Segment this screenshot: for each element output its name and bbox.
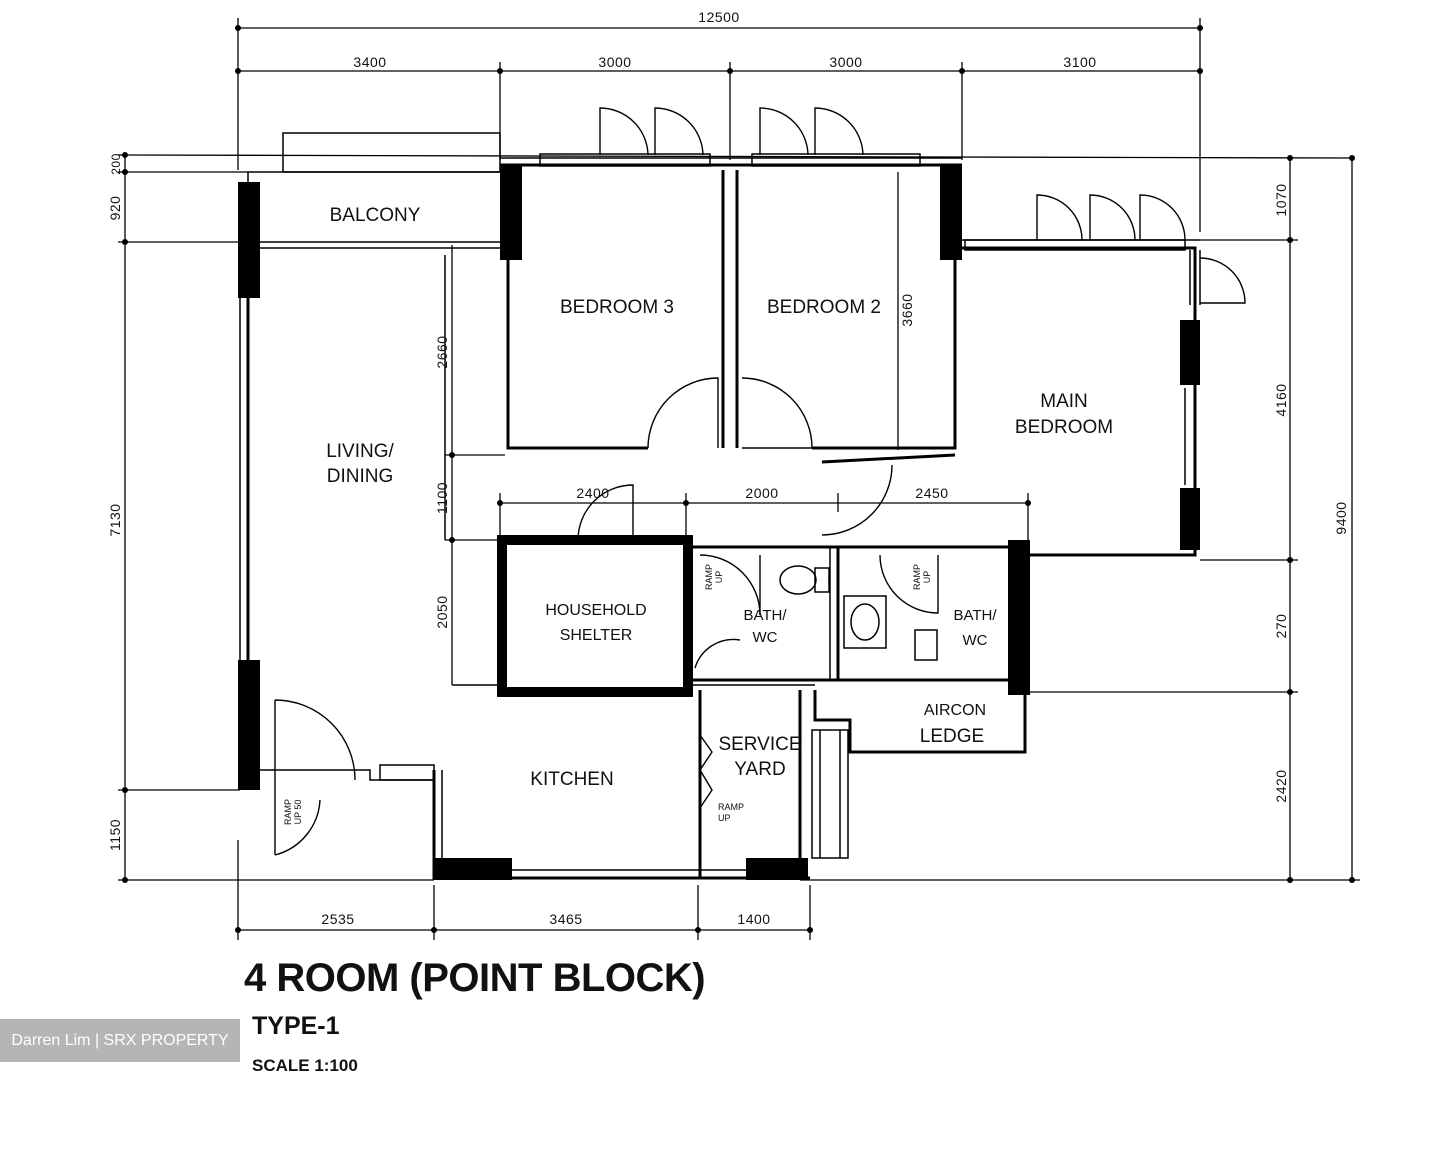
dim-top-2: 3000 xyxy=(598,54,631,70)
dim-inner-2660: 2660 xyxy=(434,335,450,368)
label-bath-2-a: BATH/ xyxy=(953,607,997,624)
room-labels: BALCONY BEDROOM 3 BEDROOM 2 MAIN BEDROOM… xyxy=(326,205,1113,790)
label-bath-1-b: WC xyxy=(753,629,778,646)
dim-top-3: 3000 xyxy=(829,54,862,70)
ramp-labels: RAMP UP 50 RAMP UP RAMP UP RAMP UP xyxy=(283,564,932,825)
ramp-bath-1-a: RAMP xyxy=(704,564,714,590)
dim-right-270: 270 xyxy=(1273,614,1289,639)
windows xyxy=(539,153,1201,485)
ramp-entrance-2: UP 50 xyxy=(293,800,303,825)
label-living-2: DINING xyxy=(327,466,394,487)
dim-mid-3: 2450 xyxy=(915,485,948,501)
ramp-bath-1-b: UP xyxy=(714,571,724,584)
dim-bottom-2: 3465 xyxy=(549,911,582,927)
dim-bed-3660: 3660 xyxy=(899,293,915,326)
ramp-bath-2-b: UP xyxy=(922,571,932,584)
label-bath-2-b: WC xyxy=(963,632,988,649)
watermark-badge: Darren Lim | SRX PROPERTY xyxy=(0,1019,240,1062)
label-household-2: SHELTER xyxy=(560,627,633,644)
dim-top-1: 3400 xyxy=(353,54,386,70)
plan-title: 4 ROOM (POINT BLOCK) xyxy=(244,956,706,1000)
dim-left-1150: 1150 xyxy=(107,819,123,851)
dim-top-total: 12500 xyxy=(698,9,739,25)
dim-bottom-3: 1400 xyxy=(737,911,770,927)
dim-left-7130: 7130 xyxy=(107,503,123,536)
dim-right-2420: 2420 xyxy=(1273,769,1289,802)
dim-top-4: 3100 xyxy=(1063,54,1096,70)
label-aircon-2: LEDGE xyxy=(920,726,984,747)
pillars xyxy=(238,165,1200,880)
dim-mid-1: 2400 xyxy=(576,485,609,501)
label-bedroom-2: BEDROOM 2 xyxy=(767,297,881,318)
ramp-entrance-1: RAMP xyxy=(283,799,293,825)
dim-bottom-1: 2535 xyxy=(321,911,354,927)
label-balcony: BALCONY xyxy=(330,205,421,226)
label-household-1: HOUSEHOLD xyxy=(545,602,646,619)
dim-inner-1100: 1100 xyxy=(434,482,450,514)
dimension-labels: 12500 3400 3000 3000 3100 2535 3465 1400… xyxy=(107,9,1349,927)
label-service-yard-2: YARD xyxy=(734,759,785,780)
dim-left-920: 920 xyxy=(107,196,123,221)
label-living-1: LIVING/ xyxy=(326,441,394,462)
label-service-yard-1: SERVICE xyxy=(718,734,801,755)
plan-type: TYPE-1 xyxy=(252,1012,340,1040)
dim-left-200: 200 xyxy=(109,153,123,175)
label-main-bedroom-2: BEDROOM xyxy=(1015,417,1113,438)
ramp-bath-2-a: RAMP xyxy=(912,564,922,590)
dimension-lines xyxy=(117,18,1360,940)
label-kitchen: KITCHEN xyxy=(530,769,613,790)
doors xyxy=(274,107,1246,856)
ramp-yard-1: RAMP xyxy=(718,802,744,812)
dim-inner-2050: 2050 xyxy=(434,595,450,628)
label-aircon-1: AIRCON xyxy=(924,702,986,719)
dim-right-9400: 9400 xyxy=(1333,501,1349,534)
dim-right-1070: 1070 xyxy=(1273,183,1289,216)
ramp-yard-2: UP xyxy=(718,813,731,823)
fixtures xyxy=(779,565,938,661)
label-bedroom-3: BEDROOM 3 xyxy=(560,297,674,318)
label-main-bedroom-1: MAIN xyxy=(1040,391,1088,412)
dim-right-4160: 4160 xyxy=(1273,383,1289,416)
walls xyxy=(239,132,1200,880)
dim-mid-2: 2000 xyxy=(745,485,778,501)
label-bath-1-a: BATH/ xyxy=(743,607,787,624)
plan-scale: SCALE 1:100 xyxy=(252,1056,358,1075)
